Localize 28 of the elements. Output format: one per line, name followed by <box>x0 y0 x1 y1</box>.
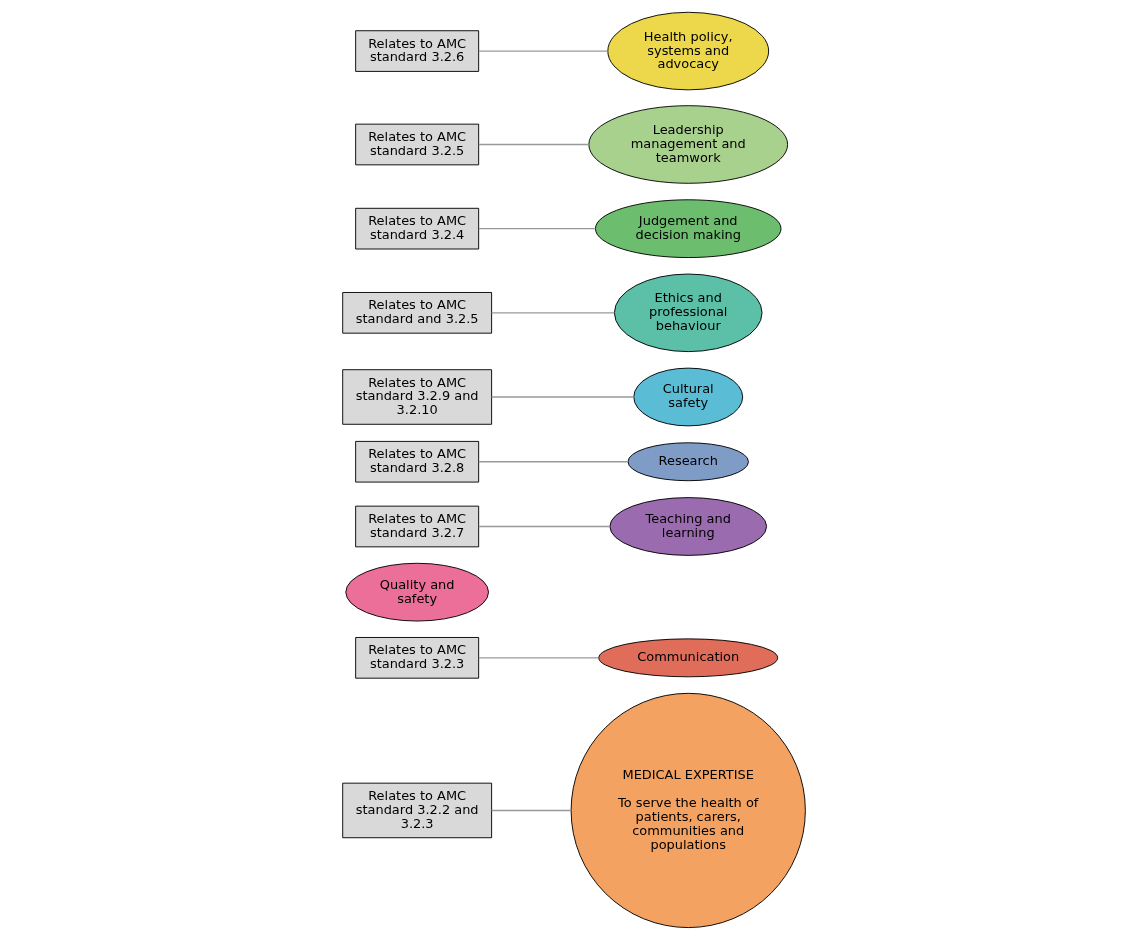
node-box: Relates to AMC standard and 3.2.5 <box>342 292 493 334</box>
connector <box>478 227 596 230</box>
node-ellipse: Quality and safety <box>345 562 489 622</box>
node-ellipse: Leadership management and teamwork <box>588 105 789 184</box>
node-ellipse: Judgement and decision making <box>595 199 782 258</box>
connector <box>490 396 635 398</box>
connector <box>490 809 572 812</box>
connector <box>478 461 629 463</box>
node-box: Relates to AMC standard 3.2.9 and 3.2.10 <box>342 369 493 425</box>
connector <box>478 525 611 528</box>
node-ellipse: Ethics and professional behaviour <box>613 273 763 353</box>
node-box: Relates to AMC standard 3.2.2 and 3.2.3 <box>342 782 493 839</box>
node-ellipse: Research <box>627 442 749 482</box>
node-ellipse: Teaching and learning <box>609 497 768 556</box>
node-ellipse: Health policy, systems and advocacy <box>607 11 770 91</box>
node-box: Relates to AMC standard 3.2.3 <box>355 637 480 679</box>
node-ellipse: Cultural safety <box>633 367 744 427</box>
node-box: Relates to AMC standard 3.2.8 <box>355 440 480 483</box>
node-box: Relates to AMC standard 3.2.5 <box>355 123 480 166</box>
connector <box>490 312 615 314</box>
connector <box>478 657 600 659</box>
node-circle: MEDICAL EXPERTISE To serve the health of patients, carers, communities and populations <box>570 692 806 929</box>
node-box: Relates to AMC standard 3.2.7 <box>355 505 480 548</box>
node-ellipse: Communication <box>598 638 779 678</box>
connector <box>478 143 590 146</box>
node-box: Relates to AMC standard 3.2.6 <box>355 30 480 72</box>
node-box: Relates to AMC standard 3.2.4 <box>355 207 480 250</box>
connector <box>478 50 609 52</box>
